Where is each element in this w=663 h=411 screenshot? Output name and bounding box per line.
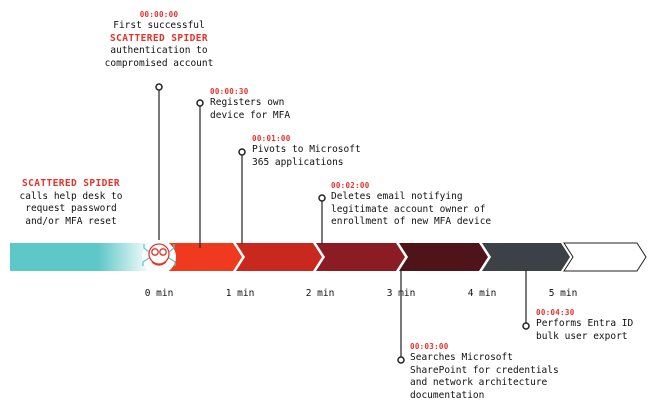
timeline-segment-5 — [482, 243, 570, 271]
tick-label: 3 min — [386, 288, 416, 299]
event-4-line: documentation — [410, 389, 485, 401]
event-0-time: 00:00:00 — [139, 10, 179, 19]
event-3-label: 00:02:00 Deletes email notifying legitim… — [331, 181, 491, 229]
leader-lines — [158, 87, 527, 360]
tick-label: 0 min — [144, 288, 174, 299]
event-2-line: Pivots to Microsoft — [252, 144, 361, 155]
event-4-line: SharePoint for credentials — [410, 364, 559, 376]
event-4-line: Searches Microsoft — [410, 352, 513, 363]
event-1-line: Registers own — [210, 97, 285, 108]
event-4-label: 00:03:00 Searches Microsoft SharePoint f… — [410, 342, 559, 402]
event-1-time: 00:00:30 — [210, 87, 249, 96]
timeline-segment-2 — [236, 243, 322, 271]
event-1-label: 00:00:30 Registers own device for MFA — [210, 87, 290, 122]
left-note-line: and/or MFA reset — [25, 215, 117, 227]
event-5-line: bulk user export — [536, 330, 628, 342]
scattered-spider-icon — [142, 240, 176, 274]
event-3-time: 00:02:00 — [331, 181, 370, 190]
tick-label: 4 min — [467, 288, 497, 299]
event-0-line: compromised account — [104, 57, 214, 69]
tick-label: 2 min — [305, 288, 335, 299]
marker-5 — [522, 322, 530, 330]
tick-label: 1 min — [225, 288, 255, 299]
event-3-line: enrollment of new MFA device — [331, 216, 492, 227]
event-0-line: First successful — [113, 20, 205, 31]
event-0-line: authentication to — [110, 45, 208, 56]
event-3-line: legitimate account owner of — [331, 203, 486, 215]
event-0-actor: SCATTERED SPIDER — [110, 32, 208, 44]
timeline-segment-6 — [563, 242, 647, 272]
leader-markers — [155, 83, 530, 364]
left-note: SCATTERED SPIDER calls help desk to requ… — [8, 178, 134, 228]
marker-1 — [196, 99, 204, 107]
timeline-segment-4 — [399, 243, 488, 271]
event-0-label: 00:00:00 First successful SCATTERED SPID… — [89, 10, 229, 70]
timeline-lead-in — [10, 243, 152, 271]
left-note-line: request password — [25, 203, 117, 214]
timeline-segment-3 — [316, 243, 405, 271]
marker-4 — [397, 356, 405, 364]
event-4-line: and network architecture — [410, 377, 548, 388]
event-4-time: 00:03:00 — [410, 342, 449, 351]
marker-2 — [238, 148, 246, 156]
event-2-line: 365 applications — [252, 156, 344, 168]
event-5-time: 00:04:30 — [536, 308, 575, 317]
tick-label: 5 min — [548, 288, 578, 299]
event-1-line: device for MFA — [210, 109, 291, 121]
left-note-line: calls help desk to — [19, 190, 123, 202]
event-5-label: 00:04:30 Performs Entra ID bulk user exp… — [536, 308, 633, 343]
left-note-actor: SCATTERED SPIDER — [22, 178, 120, 189]
marker-3 — [318, 194, 326, 202]
marker-0 — [155, 83, 163, 91]
event-5-line: Performs Entra ID — [536, 318, 634, 329]
event-3-line: Deletes email notifying — [331, 191, 463, 202]
event-2-time: 00:01:00 — [252, 134, 291, 143]
event-2-label: 00:01:00 Pivots to Microsoft 365 applica… — [252, 134, 361, 169]
timeline-segment-1 — [160, 243, 242, 271]
